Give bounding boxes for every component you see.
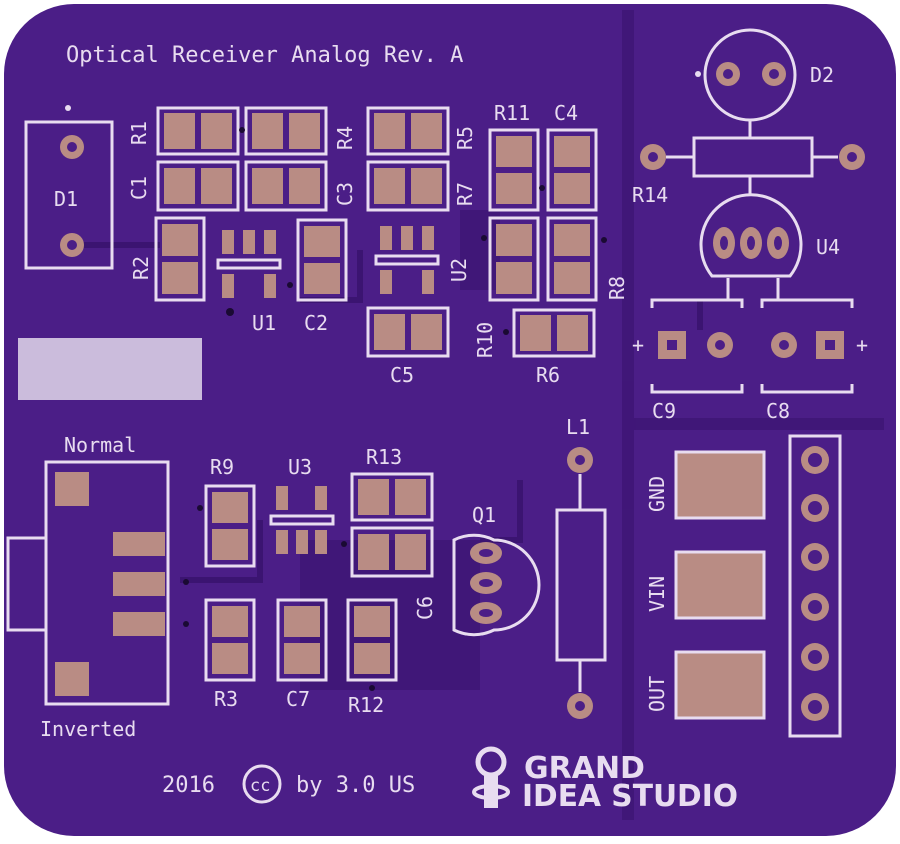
c2-label: C2 [304, 311, 328, 335]
l1-label: L1 [566, 415, 590, 439]
c4-footprint [539, 128, 598, 212]
switch-footprint [6, 460, 189, 706]
r1-label: R1 [127, 121, 151, 145]
switch-normal-label: Normal [64, 433, 136, 457]
u1-footprint [216, 230, 293, 316]
d1-footprint [24, 105, 114, 270]
c1-label: C1 [127, 176, 151, 200]
u2-footprint [374, 226, 440, 294]
gnd-label: GND [645, 476, 669, 512]
u1-label: U1 [252, 311, 276, 335]
r9-label: R9 [210, 455, 234, 479]
r8-footprint [546, 216, 607, 302]
c7-footprint [276, 598, 328, 682]
u3-label: U3 [288, 455, 312, 479]
r13-footprint [350, 472, 434, 522]
c6-footprint [350, 526, 434, 578]
r6-footprint [503, 308, 596, 358]
r13-label: R13 [366, 445, 402, 469]
vin-label: VIN [645, 576, 669, 612]
c8-label: C8 [766, 399, 790, 423]
r9-footprint [197, 484, 256, 568]
r12-footprint [346, 598, 398, 691]
out-pad [674, 650, 766, 720]
r-unlabeled-footprint [481, 216, 540, 302]
r4-label: R4 [333, 126, 357, 150]
d2-footprint [695, 28, 797, 138]
gnd-pad [674, 450, 766, 520]
c8-footprint [760, 298, 854, 394]
c4-label: C4 [554, 101, 578, 125]
footer-year: 2016 [162, 773, 215, 798]
l1-footprint [555, 447, 607, 719]
c8-plus: + [856, 333, 868, 357]
r1-footprint [156, 106, 240, 156]
r4-footprint [239, 106, 328, 156]
r7-footprint [366, 160, 450, 212]
q1-footprint [452, 533, 541, 637]
c5-label: C5 [390, 363, 414, 387]
label-box [18, 338, 202, 400]
c9-plus: + [632, 333, 644, 357]
switch-inverted-label: Inverted [40, 717, 136, 741]
c2-footprint [296, 218, 348, 302]
r14-label: R14 [632, 183, 668, 207]
c3-label: C3 [333, 182, 357, 206]
header-connector [788, 434, 842, 738]
r10-label: R10 [473, 322, 497, 358]
r7-label: R7 [453, 182, 477, 206]
c6-label: C6 [413, 596, 437, 620]
r8-label: R8 [605, 276, 629, 300]
grand-idea-studio-logo-icon [472, 746, 510, 808]
board-title: Optical Receiver Analog Rev. A [66, 43, 463, 68]
r5-label: R5 [453, 126, 477, 150]
r11-label: R11 [494, 101, 530, 125]
d2-label: D2 [810, 63, 834, 87]
logo-line1: GRAND [524, 751, 645, 786]
r11-footprint [488, 128, 540, 212]
r2-label: R2 [129, 256, 153, 280]
r3-label: R3 [214, 687, 238, 711]
c9-footprint [650, 298, 744, 394]
r14-footprint [640, 136, 865, 196]
u4-label: U4 [816, 235, 840, 259]
c3-footprint [244, 160, 328, 212]
c9-label: C9 [652, 399, 676, 423]
d1-label: D1 [54, 187, 78, 211]
cc-icon-text: cc [250, 776, 270, 796]
r2-footprint [154, 216, 206, 302]
vin-pad [674, 550, 766, 620]
r3-footprint [204, 598, 256, 682]
c5-footprint [366, 306, 450, 358]
q1-label: Q1 [472, 503, 496, 527]
u2-label: U2 [447, 258, 471, 282]
logo-line2: IDEA STUDIO [522, 779, 738, 814]
c7-label: C7 [286, 687, 310, 711]
footer-license: by 3.0 US [296, 773, 415, 798]
c1-footprint [156, 160, 240, 212]
cc-icon: cc [242, 764, 282, 804]
u4-footprint [699, 193, 803, 300]
r12-label: R12 [348, 693, 384, 717]
u3-footprint [269, 486, 347, 554]
r5-footprint [366, 106, 450, 156]
r6-label: R6 [536, 363, 560, 387]
out-label: OUT [645, 676, 669, 712]
